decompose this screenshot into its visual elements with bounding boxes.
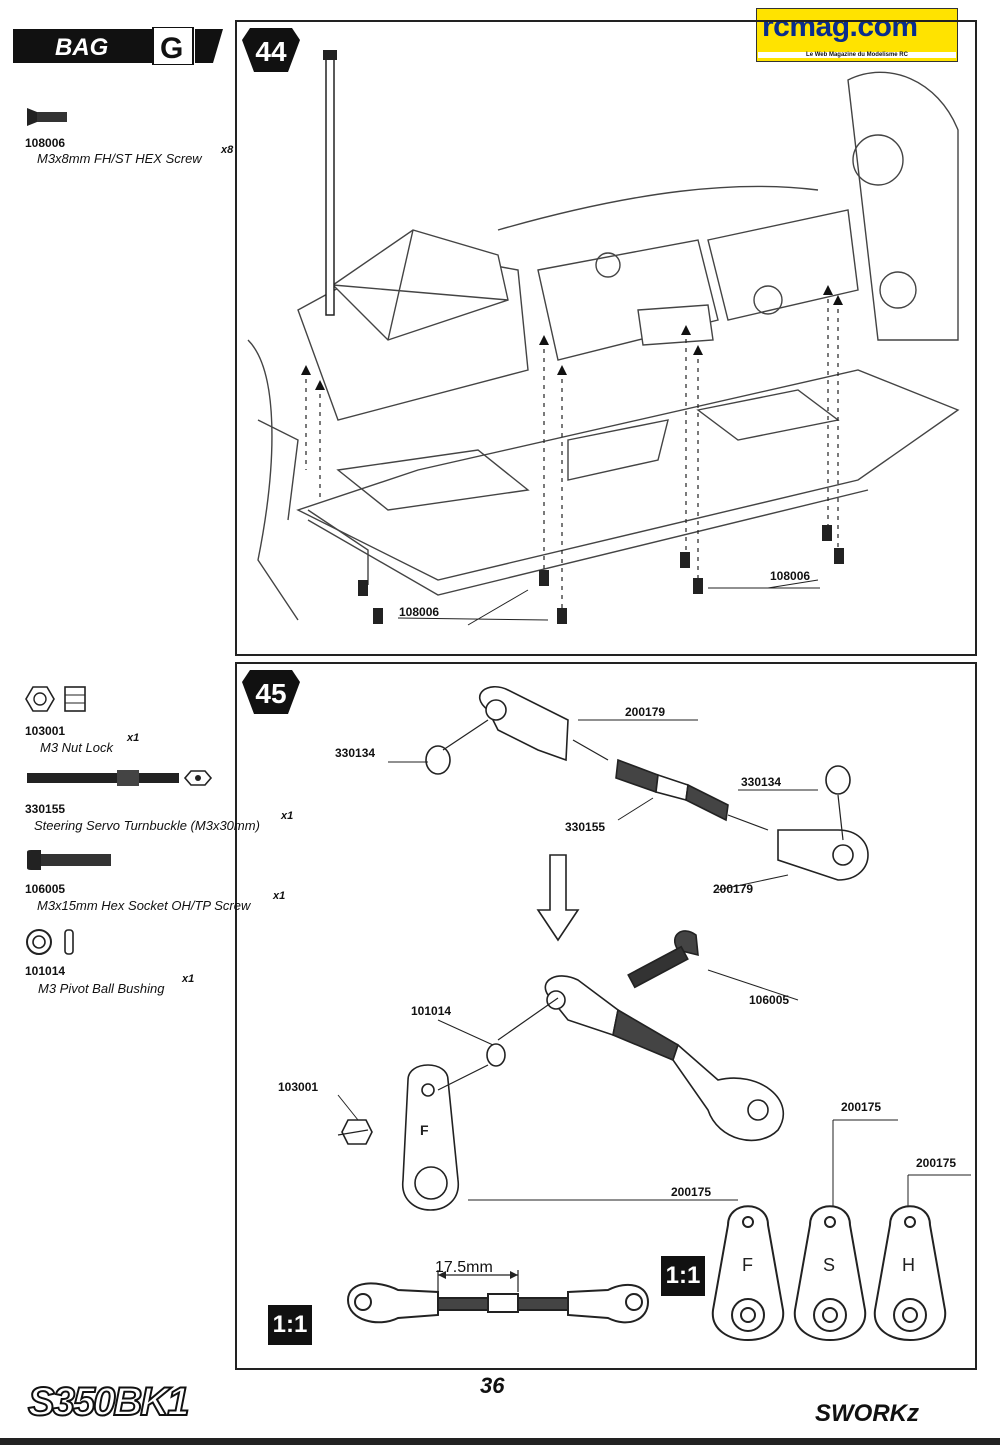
- horn-letter-f: F: [742, 1255, 753, 1275]
- callout-330134-right: 330134: [741, 775, 782, 789]
- part-qty-101014: x1: [182, 973, 195, 985]
- scale-badge-horns: 1:1: [661, 1256, 705, 1296]
- bushing-icon: [26, 929, 74, 955]
- part-code-106005: 106005: [25, 882, 66, 896]
- part-desc-103001: M3 Nut Lock: [40, 740, 113, 755]
- callout-200175-main: 200175: [671, 1185, 712, 1199]
- part-qty-103001: x1: [127, 732, 140, 744]
- step45-exploded-illustration: [337, 685, 971, 1341]
- scale-badge-turnbuckle: 1:1: [268, 1305, 312, 1345]
- step44-chassis-illustration: [247, 50, 960, 626]
- bag-letter: G: [160, 32, 183, 65]
- step45-frame: [235, 662, 977, 1370]
- bag-label-banner: BAG G: [13, 27, 223, 65]
- step44-number: 44: [255, 36, 287, 67]
- step44-badge: 44: [242, 28, 300, 72]
- callout-200175-h: 200175: [916, 1156, 957, 1170]
- step44-frame: [235, 20, 977, 656]
- part-qty-108006: x8: [221, 144, 234, 156]
- part-code-103001: 103001: [25, 724, 66, 738]
- callout-330134-left: 330134: [335, 746, 376, 760]
- turnbuckle-icon: [27, 770, 213, 786]
- bag-word: BAG: [55, 34, 108, 61]
- site-logo: rcmag.com: [762, 10, 918, 43]
- dimension-label: 17.5mm: [435, 1259, 493, 1276]
- callout-200179-top: 200179: [625, 705, 666, 719]
- page-number: 36: [480, 1373, 505, 1398]
- brand-logo: SWORKz: [815, 1400, 919, 1427]
- callout-108006-right: 108006: [770, 569, 811, 583]
- callout-101014: 101014: [411, 1004, 452, 1018]
- model-logo: S350BK1: [27, 1379, 190, 1425]
- part-desc-108006: M3x8mm FH/ST HEX Screw: [37, 151, 202, 166]
- callout-108006-left: 108006: [399, 605, 440, 619]
- horn-letter-h: H: [902, 1255, 915, 1275]
- part-desc-106005: M3x15mm Hex Socket OH/TP Screw: [37, 898, 251, 913]
- part-code-108006: 108006: [25, 136, 66, 150]
- callout-103001: 103001: [278, 1080, 319, 1094]
- flat-head-screw-icon: [27, 108, 67, 126]
- step45-badge: 45: [242, 670, 300, 714]
- callout-330155: 330155: [565, 820, 606, 834]
- socket-screw-icon: [27, 850, 111, 870]
- part-desc-330155: Steering Servo Turnbuckle (M3x30mm): [34, 818, 260, 833]
- part-desc-101014: M3 Pivot Ball Bushing: [38, 981, 165, 996]
- step45-number: 45: [255, 678, 286, 709]
- nut-icon: [25, 686, 86, 712]
- callout-200175-s: 200175: [841, 1100, 882, 1114]
- part-qty-106005: x1: [273, 890, 286, 902]
- part-code-101014: 101014: [25, 964, 66, 978]
- callout-106005: 106005: [749, 993, 790, 1007]
- callout-200179-bottom: 200179: [713, 882, 754, 896]
- horn-f-marking: F: [420, 1122, 429, 1138]
- part-qty-330155: x1: [281, 810, 294, 822]
- part-code-330155: 330155: [25, 802, 66, 816]
- horn-letter-s: S: [823, 1255, 836, 1275]
- footer-bar: [0, 1438, 1000, 1445]
- site-tagline: Le Web Magazine du Modelisme RC: [758, 52, 956, 58]
